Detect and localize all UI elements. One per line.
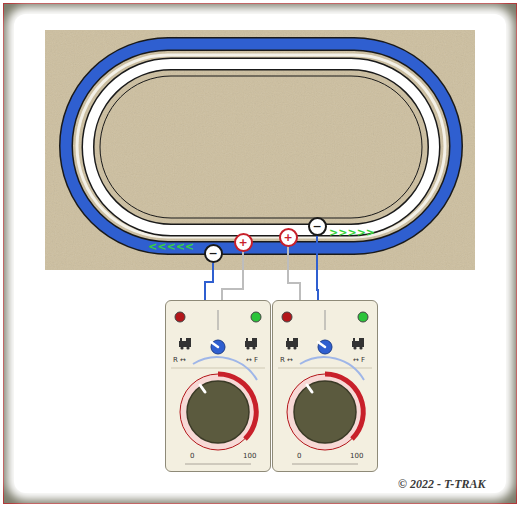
- green-led: [358, 312, 368, 322]
- inner-track: [88, 64, 434, 230]
- feeder-wire: [222, 252, 243, 301]
- throttle-controller: R ↔ ↔ F 0 100: [272, 300, 378, 472]
- maker-line: [292, 464, 358, 465]
- direction-switch: [318, 340, 332, 354]
- scale-label: 0: [190, 453, 194, 460]
- feeder-terminal: −: [308, 217, 327, 236]
- polarity-sign: +: [283, 232, 292, 243]
- knob-pointer: [200, 385, 205, 392]
- outer-track-rail: [77, 55, 445, 237]
- inner-track-edge: [88, 64, 434, 230]
- inner-track-rail: [100, 76, 422, 218]
- locomotive-icon: [245, 338, 257, 350]
- scale-label: 100: [350, 453, 363, 460]
- throttle-illustration: [272, 300, 378, 472]
- panel-mark: [218, 310, 219, 330]
- feeder-terminal: −: [204, 244, 223, 263]
- throttle-illustration: [165, 300, 271, 472]
- speed-knob: [187, 381, 249, 443]
- scale-label: 100: [243, 453, 256, 460]
- outer-track-edge: [66, 44, 456, 248]
- direction-label: R ↔: [280, 357, 293, 364]
- green-led: [251, 312, 261, 322]
- red-led: [282, 312, 292, 322]
- feeder-terminal: +: [234, 233, 253, 252]
- direction-arrows: <<<<<: [148, 241, 194, 252]
- feeder-wire: [317, 236, 318, 301]
- polarity-sign: −: [208, 248, 217, 259]
- scale-label: 0: [297, 453, 301, 460]
- speed-knob: [294, 381, 356, 443]
- direction-switch: [211, 340, 225, 354]
- feeder-wire: [205, 263, 213, 301]
- red-led: [175, 312, 185, 322]
- feeder-wire: [288, 247, 300, 301]
- throttle-controller: R ↔ ↔ F 0 100: [165, 300, 271, 472]
- panel-divider: [171, 368, 265, 369]
- polarity-sign: +: [238, 237, 247, 248]
- knob-pointer: [307, 385, 312, 392]
- switch-lever: [318, 342, 325, 347]
- sand-texture: [45, 30, 475, 270]
- switch-lever: [211, 342, 218, 347]
- direction-label: ↔ F: [246, 357, 258, 364]
- speed-scale: [180, 374, 256, 450]
- direction-label: ↔ F: [353, 357, 365, 364]
- copyright-mark: © 2022 - T-TRAK: [398, 478, 486, 490]
- polarity-sign: −: [312, 221, 321, 232]
- locomotive-icon: [352, 338, 364, 350]
- maker-line: [185, 464, 251, 465]
- baseboard: [45, 30, 475, 270]
- speed-scale: [287, 374, 363, 450]
- outer-track: [66, 44, 456, 248]
- direction-label: R ↔: [173, 357, 186, 364]
- feeder-terminal: +: [279, 228, 298, 247]
- locomotive-icon: [179, 338, 191, 350]
- panel-mark: [325, 310, 326, 330]
- panel-divider: [278, 368, 372, 369]
- locomotive-icon: [286, 338, 298, 350]
- direction-arrows: >>>>>: [329, 227, 375, 238]
